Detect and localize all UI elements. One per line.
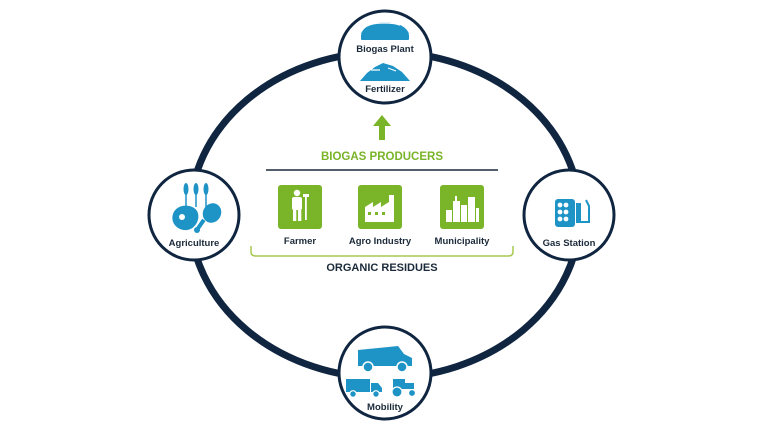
- factory-icon: [365, 195, 394, 222]
- node-label-mobility: Mobility: [367, 402, 403, 413]
- farmer-tile: [278, 185, 322, 229]
- meat-icon: [172, 205, 199, 231]
- producer-label-agro-industry: Agro Industry: [348, 236, 412, 247]
- fertilizer-icon: [360, 63, 410, 81]
- residues-bracket: [250, 246, 514, 257]
- producer-label-farmer: Farmer: [283, 236, 317, 247]
- chicken-leg-icon: [194, 203, 222, 233]
- node-label-fertilizer: Fertilizer: [365, 84, 405, 95]
- lorry-icon: [346, 379, 382, 398]
- farmer-icon: [292, 189, 309, 221]
- gas-station-icon: [555, 199, 590, 227]
- node-label-biogas-plant: Biogas Plant: [356, 44, 414, 55]
- up-arrow-icon: [373, 115, 391, 140]
- tractor-icon: [391, 379, 417, 398]
- node-label-agriculture: Agriculture: [168, 238, 220, 249]
- biogas-plant-icon: [361, 22, 409, 40]
- residues-heading: ORGANIC RESIDUES: [326, 262, 438, 274]
- truck-icon: [358, 346, 412, 373]
- municipality-tile: [440, 185, 484, 229]
- city-icon: [446, 196, 479, 222]
- producers-heading: BIOGAS PRODUCERS: [320, 151, 444, 163]
- agro-industry-tile: [358, 185, 402, 229]
- producer-label-municipality: Municipality: [434, 236, 490, 247]
- node-label-gas-station: Gas Station: [542, 238, 596, 249]
- wheat-icon: [183, 183, 209, 207]
